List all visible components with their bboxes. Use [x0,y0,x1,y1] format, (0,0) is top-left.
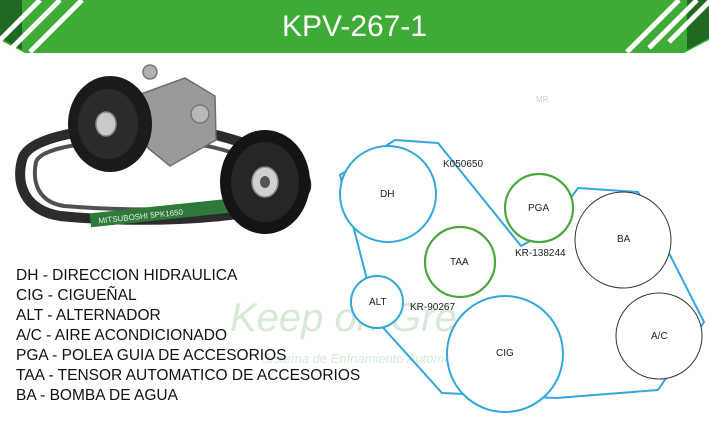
legend-item-ac: A/C - AIRE ACONDICIONADO [16,327,228,344]
product-photo: MITSUBOSHI 5PK1650 [15,64,312,234]
pulley-alt [350,275,404,329]
pulley-cig-label: CIG [496,348,514,359]
pulley-ac [615,292,703,380]
legend-item-pga: PGA - POLEA GUIA DE ACCESORIOS [16,347,287,364]
pulley-dh-label: DH [380,189,395,200]
registered-mark: MR [536,95,549,104]
header-dark-right [687,0,709,50]
pulley-pga [503,172,575,244]
header-green-band [0,0,709,53]
belt-route [339,139,705,399]
part-number-taa: KR-138244 [515,248,566,259]
pulley-taa [423,225,497,299]
header-stripes-right [625,0,709,54]
pulley-taa-label: TAA [450,257,469,268]
part-number-pga: K050650 [443,159,484,170]
legend-item-alt: ALT - ALTERNADOR [16,307,161,324]
pulley-ba [574,191,672,289]
header-stripes-left [0,0,84,54]
part-number-alt: KR-90267 [410,302,456,313]
tensor-arm-image [129,77,217,167]
tensor-bolt-image [190,104,210,124]
pulley-dh [339,145,437,243]
tensor-pulley-hub [95,111,117,137]
legend-item-ba: BA - BOMBA DE AGUA [16,387,178,404]
idler-pulley-center [260,176,270,188]
header-banner [0,0,709,54]
legend-item-cig: CIG - CIGUEÑAL [16,287,137,304]
tensor-top-bolt-image [142,64,158,80]
pulley-pga-label: PGA [528,203,550,214]
legend-item-dh: DH - DIRECCION HIDRAULICA [16,267,238,284]
legend-item-taa: TAA - TENSOR AUTOMATICO DE ACCESORIOS [16,367,361,384]
abbreviation-legend: DH - DIRECCION HIDRAULICA CIG - CIGUEÑAL… [16,266,360,406]
pulley-cig [446,295,564,413]
watermark-subtitle: Sistema de Enfriamiento Automotriz [262,351,469,366]
pulley-alt-label: ALT [369,297,387,308]
belt-label-band [89,198,236,228]
pulley-ac-label: A/C [651,331,668,342]
pulley-ba-label: BA [617,234,631,245]
page-title: KPV-267-1 [281,10,428,43]
